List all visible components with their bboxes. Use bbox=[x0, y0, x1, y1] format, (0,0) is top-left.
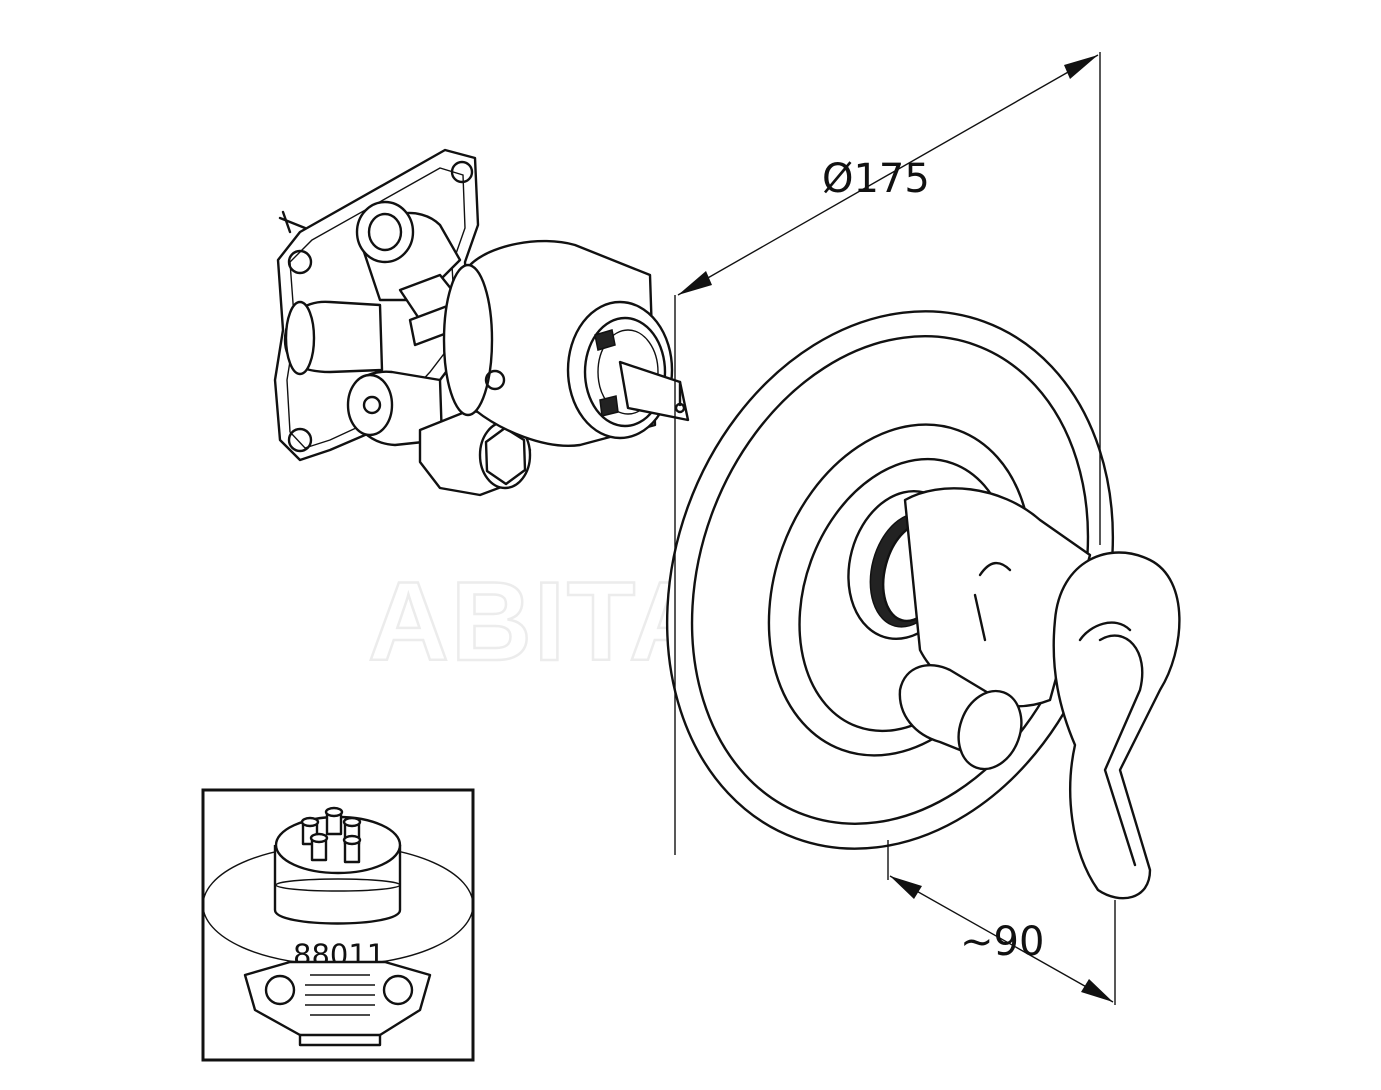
inset-box: 88011 bbox=[201, 788, 475, 1062]
dimension-depth-label: ~90 bbox=[960, 919, 1044, 965]
lever-handle bbox=[1052, 551, 1181, 900]
dimension-diameter-label: Ø175 bbox=[822, 156, 930, 202]
dimension-depth: ~90 bbox=[887, 840, 1116, 1005]
inset-bolts bbox=[300, 806, 362, 864]
trim-assembly bbox=[665, 310, 1181, 900]
plate-screw-hole bbox=[450, 160, 474, 184]
rough-in-valve-body bbox=[273, 148, 690, 497]
dimension-diameter: Ø175 bbox=[674, 52, 1101, 855]
spindle bbox=[618, 360, 690, 422]
